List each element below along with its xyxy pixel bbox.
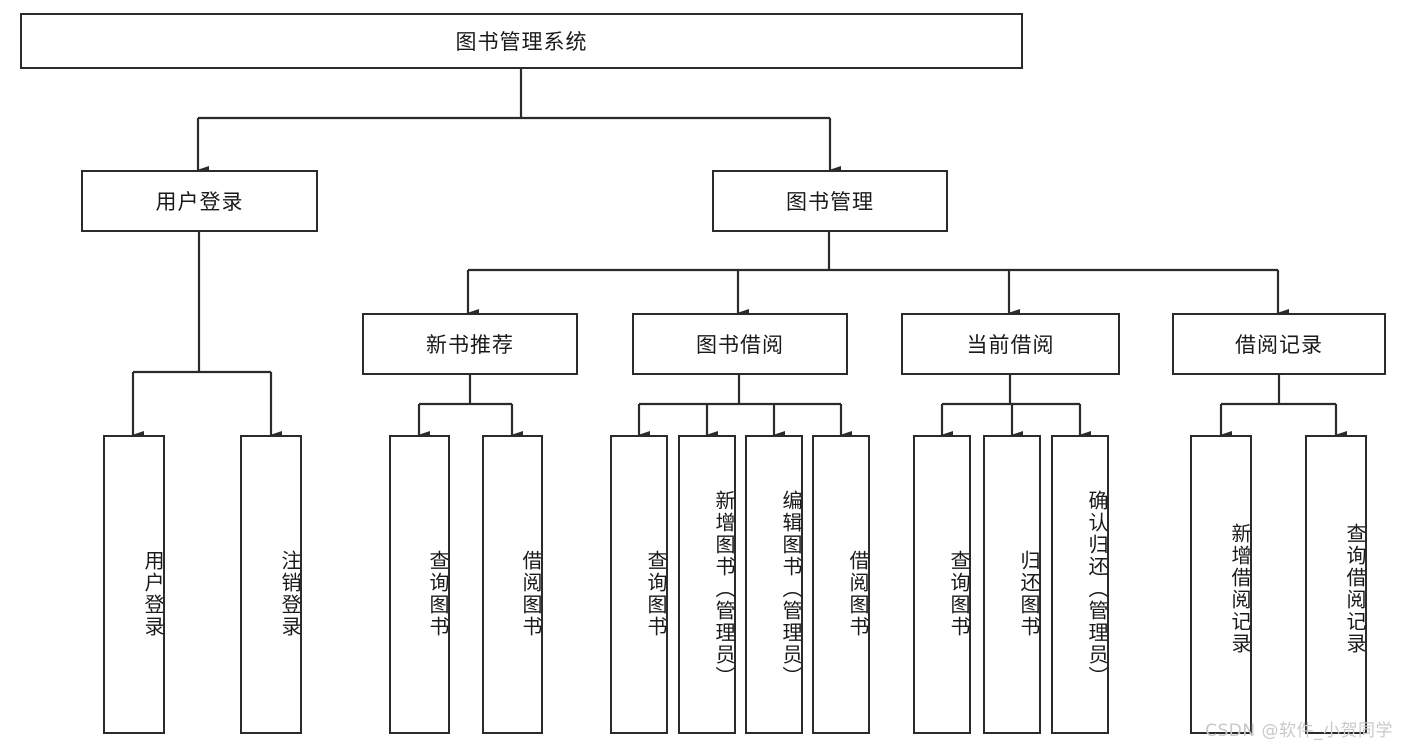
node-leaf-5[interactable]: 新增图书（管理员） [678, 435, 736, 734]
node-leaf-1[interactable]: 注销登录 [240, 435, 302, 734]
node-leaf-12[interactable]: 查询借阅记录 [1305, 435, 1367, 734]
node-root-图书管理系统[interactable]: 图书管理系统 [20, 13, 1023, 69]
node-level3-2[interactable]: 当前借阅 [901, 313, 1120, 375]
node-leaf-2[interactable]: 查询图书 [389, 435, 450, 734]
node-leaf-7[interactable]: 借阅图书 [812, 435, 870, 734]
watermark: CSDN @软件_小贺同学 [1205, 721, 1393, 741]
node-leaf-8[interactable]: 查询图书 [913, 435, 971, 734]
node-leaf-0[interactable]: 用户登录 [103, 435, 165, 734]
node-leaf-4[interactable]: 查询图书 [610, 435, 668, 734]
node-leaf-9[interactable]: 归还图书 [983, 435, 1041, 734]
node-level3-0[interactable]: 新书推荐 [362, 313, 578, 375]
node-leaf-10[interactable]: 确认归还（管理员） [1051, 435, 1109, 734]
node-leaf-3[interactable]: 借阅图书 [482, 435, 543, 734]
node-leaf-6[interactable]: 编辑图书（管理员） [745, 435, 803, 734]
node-level3-3[interactable]: 借阅记录 [1172, 313, 1386, 375]
node-leaf-11[interactable]: 新增借阅记录 [1190, 435, 1252, 734]
node-level2-1[interactable]: 图书管理 [712, 170, 948, 232]
node-level3-1[interactable]: 图书借阅 [632, 313, 848, 375]
node-level2-0[interactable]: 用户登录 [81, 170, 318, 232]
